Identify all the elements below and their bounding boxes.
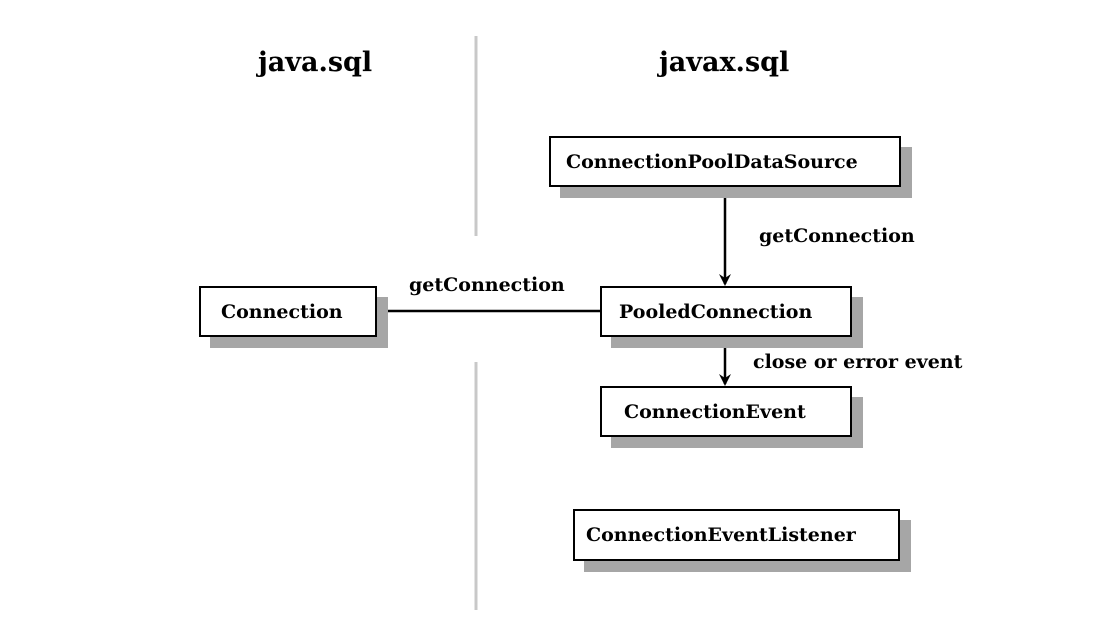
box-label: PooledConnection	[619, 300, 813, 323]
package-heading-java-sql: java.sql	[258, 47, 373, 78]
edge-label-pooled-to-event: close or error event	[753, 351, 963, 373]
box-connection: Connection	[199, 286, 377, 337]
edge-label-pooled-to-connection: getConnection	[409, 274, 565, 296]
box-connection-pool-data-source: ConnectionPoolDataSource	[549, 136, 901, 187]
box-label: ConnectionPoolDataSource	[566, 150, 858, 173]
package-heading-javax-sql: javax.sql	[659, 47, 790, 78]
box-label: ConnectionEventListener	[586, 524, 856, 546]
box-connection-event: ConnectionEvent	[600, 386, 852, 437]
box-connection-event-listener: ConnectionEventListener	[573, 509, 900, 561]
box-pooled-connection: PooledConnection	[600, 286, 852, 337]
box-label: ConnectionEvent	[624, 400, 806, 423]
box-label: Connection	[221, 300, 343, 323]
edge-label-pool-to-pooled: getConnection	[759, 225, 915, 247]
